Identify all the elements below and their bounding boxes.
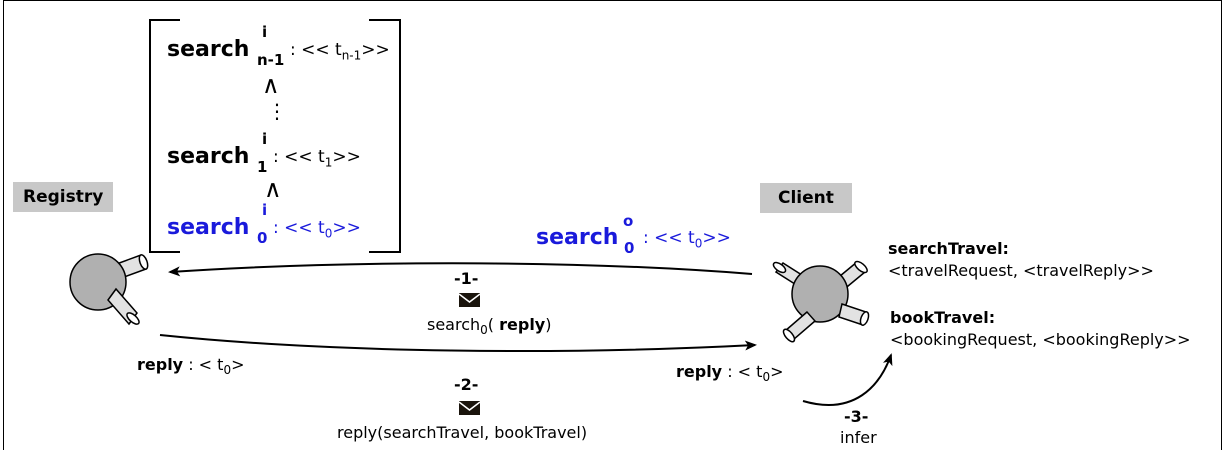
service-book-travel-signature: <bookingRequest, <bookingReply>>	[890, 330, 1191, 349]
stack-entry-superscript: i	[262, 201, 268, 219]
service-book-travel-name: bookTravel:	[890, 308, 996, 327]
stack-entry-name: search	[167, 37, 250, 62]
step3-number: -3-	[844, 407, 869, 426]
envelope-icon-2	[458, 401, 481, 415]
stack-entry-type: : << tn-1>>	[290, 40, 390, 63]
vertical-ellipsis: ⋮	[267, 99, 287, 123]
client-port-bottom-left	[782, 310, 817, 343]
stack-entry-n-1: search i n-1 : << tn-1>>	[167, 23, 407, 77]
step1-number: -1-	[454, 269, 479, 288]
registry-node	[69, 253, 149, 326]
stack-entry-type: : << t1>>	[273, 147, 361, 170]
step2-number: -2-	[454, 375, 479, 394]
and-operator: ∧	[264, 175, 282, 203]
client-search-superscript: o	[623, 212, 634, 230]
registry-port-bottom	[107, 287, 140, 326]
client-node	[772, 260, 870, 343]
step3-message: infer	[840, 428, 877, 447]
stack-entry-superscript: i	[262, 130, 268, 148]
arrow-step1	[168, 262, 753, 277]
diagram-graphics	[69, 19, 893, 415]
service-search-travel-signature: <travelRequest, <travelReply>>	[888, 261, 1154, 280]
step2-message: reply(searchTravel, bookTravel)	[337, 423, 588, 442]
stack-entry-subscript: n-1	[257, 51, 285, 69]
client-port-bottom-right	[838, 303, 870, 326]
registry-label: Registry	[13, 182, 114, 212]
stack-entry-superscript: i	[262, 23, 268, 41]
stack-entry-name: search	[167, 144, 250, 169]
reply-type-left: reply : < t0>	[137, 355, 245, 378]
reply-type-right: reply : < t0>	[676, 362, 784, 385]
stack-entry-subscript: 1	[257, 158, 268, 176]
stack-entry-name: search	[167, 215, 250, 240]
stack-bracket	[149, 19, 401, 253]
service-search-travel-name: searchTravel:	[888, 239, 1009, 258]
and-operator: ∧	[262, 71, 280, 99]
client-search-subscript: 0	[624, 239, 635, 257]
client-search-output: search o 0 : << t0>>	[536, 212, 756, 265]
stack-entry-0: search i 0 : << t0>>	[167, 201, 407, 255]
arrow-step3	[802, 353, 893, 406]
arrow-step2	[159, 334, 757, 352]
stack-entry-1: search i 1 : << t1>>	[167, 130, 407, 184]
diagram-frame: Registry Client search i n-1 : << tn-1>>…	[3, 0, 1222, 450]
step1-message: search0( reply)	[427, 315, 552, 338]
client-search-name: search	[536, 225, 619, 250]
client-search-type: : << t0>>	[643, 228, 731, 251]
stack-entry-subscript: 0	[257, 229, 268, 247]
envelope-icon	[458, 293, 481, 307]
client-label: Client	[760, 183, 852, 213]
stack-entry-type: : << t0>>	[273, 218, 361, 241]
